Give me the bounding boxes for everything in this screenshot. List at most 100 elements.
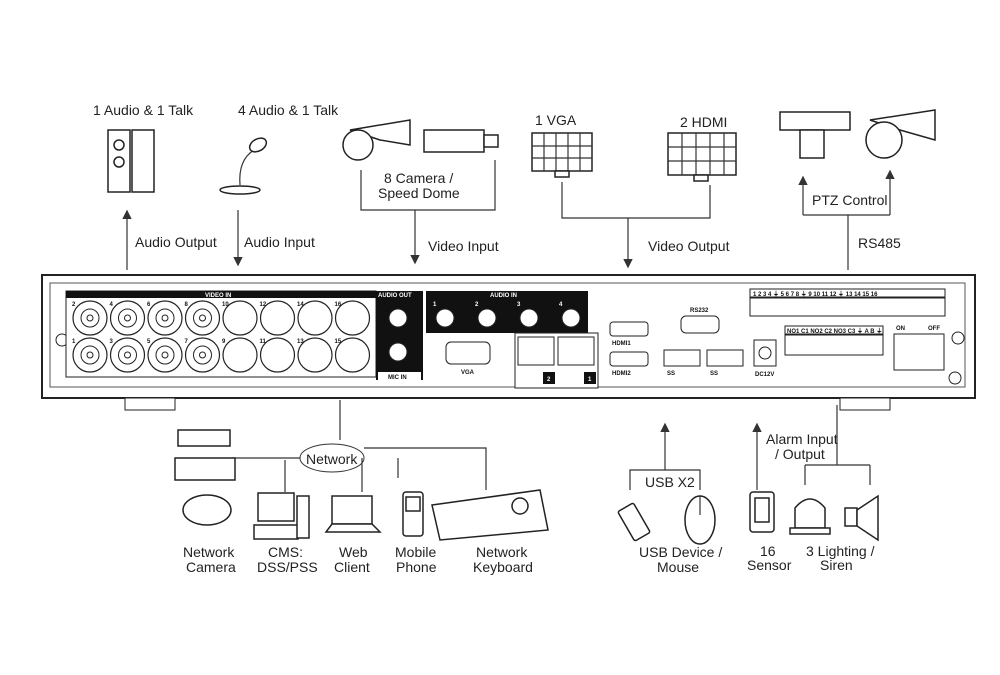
label-vga: 1 VGA — [535, 112, 577, 128]
power-switch[interactable] — [893, 333, 945, 371]
audio-in-port-3[interactable] — [519, 308, 539, 328]
alarm-input-terminal[interactable] — [749, 297, 946, 317]
label-keyboard-1: Network — [476, 544, 528, 560]
hdmi1-label: HDMI1 — [612, 341, 631, 347]
cms-computer-icon — [253, 492, 310, 540]
video-in-number: 13 — [297, 339, 304, 345]
hdmi-monitor-icon — [667, 132, 737, 182]
video-in-port-13[interactable] — [297, 337, 333, 373]
label-usb-device-1: USB Device / — [639, 544, 722, 560]
label-video-output: Video Output — [648, 238, 730, 254]
alarm-out-labels: NO1 C1 NO2 C2 NO3 C3 ⏚ A B ⏚ — [787, 328, 882, 335]
video-in-port-16[interactable] — [334, 300, 371, 336]
microphone-icon — [219, 137, 268, 195]
video-in-port-11[interactable] — [259, 337, 296, 373]
bnc-pin-icon — [199, 351, 206, 359]
mouse-icon — [684, 495, 716, 545]
video-in-number: 5 — [147, 339, 151, 345]
lan-2-label: 2 — [547, 377, 551, 383]
audio-out-port[interactable] — [388, 308, 408, 328]
usb-bracket — [629, 469, 701, 490]
dc-label: DC12V — [755, 372, 774, 378]
bnc-pin-icon — [124, 314, 131, 322]
label-hdmi: 2 HDMI — [680, 114, 727, 130]
video-in-port-10[interactable] — [222, 300, 258, 336]
lan-1-label: 1 — [588, 377, 592, 383]
audio-in-port-2[interactable] — [477, 308, 497, 328]
label-alarm-2: / Output — [775, 446, 825, 462]
video-in-port-12[interactable] — [259, 300, 296, 336]
screw-icon — [948, 371, 962, 385]
audio-in-port-1[interactable] — [435, 308, 455, 328]
label-sensor-2: Sensor — [747, 557, 792, 573]
network-keyboard-icon — [431, 489, 549, 541]
label-mobile-1: Mobile — [395, 544, 436, 560]
video-in-port-9[interactable] — [222, 337, 258, 373]
lan-port-2[interactable] — [517, 336, 555, 366]
usb-port-2[interactable] — [706, 349, 744, 367]
screw-icon — [951, 331, 965, 345]
bnc-pin-icon — [86, 351, 94, 359]
video-in-number: 4 — [110, 302, 114, 308]
siren-icon — [844, 494, 879, 542]
usb-stick-icon — [617, 502, 651, 542]
mobile-phone-icon — [402, 491, 424, 537]
video-in-port-14[interactable] — [297, 300, 333, 336]
label-rs485: RS485 — [858, 235, 901, 251]
label-camera-1: 8 Camera / — [384, 170, 453, 186]
video-in-number: 14 — [297, 302, 304, 308]
alarm-output-terminal[interactable] — [784, 334, 884, 356]
video-input-arrow — [360, 160, 496, 262]
mic-in-port[interactable] — [388, 342, 408, 362]
label-network-camera-2: Camera — [186, 559, 236, 575]
audio-in-label: AUDIO IN — [490, 293, 517, 299]
lan-port-1[interactable] — [557, 336, 595, 366]
video-in-number: 11 — [260, 339, 267, 345]
hdmi2-port[interactable] — [609, 351, 649, 367]
label-network: Network — [306, 451, 358, 467]
bnc-pin-icon — [199, 314, 206, 322]
speaker-icon — [107, 129, 155, 193]
ptz-dome-icon — [865, 109, 936, 159]
label-mobile-2: Phone — [396, 559, 437, 575]
label-camera-2: Speed Dome — [378, 185, 460, 201]
network-camera-icon — [174, 429, 236, 526]
bnc-pin-icon — [124, 351, 131, 359]
off-label: OFF — [928, 326, 940, 332]
label-usb: USB X2 — [645, 474, 695, 490]
hdmi2-label: HDMI2 — [612, 371, 631, 377]
audio-in-number: 2 — [475, 302, 479, 308]
on-label: ON — [896, 326, 905, 332]
label-light-1: 3 Lighting / — [806, 543, 875, 559]
video-in-number: 10 — [222, 302, 229, 308]
video-in-number: 15 — [335, 339, 342, 345]
vga-port[interactable] — [445, 341, 491, 365]
bullet-camera-icon — [423, 129, 499, 153]
video-output-arrow — [561, 182, 711, 266]
audio-in-number: 1 — [433, 302, 437, 308]
audio-in-port-4[interactable] — [561, 308, 581, 328]
audio-out-label: AUDIO OUT — [378, 293, 412, 299]
usb-port-1[interactable] — [663, 349, 701, 367]
network-branches — [232, 447, 487, 492]
label-web-2: Client — [334, 559, 370, 575]
alarm-bracket — [804, 464, 871, 485]
label-alarm-1: Alarm Input — [766, 431, 838, 447]
label-cms-1: CMS: — [268, 544, 303, 560]
alarm-in-numbers: 1 2 3 4 ⏚ 5 6 7 8 ⏚ 9 10 11 12 ⏚ 13 14 1… — [753, 291, 878, 298]
hdmi1-port[interactable] — [609, 321, 649, 337]
label-network-camera-1: Network — [183, 544, 235, 560]
audio-in-number: 3 — [517, 302, 521, 308]
label-keyboard-2: Keyboard — [473, 559, 533, 575]
label-web-1: Web — [339, 544, 368, 560]
label-usb-device-2: Mouse — [657, 559, 699, 575]
video-in-number: 8 — [185, 302, 189, 308]
video-in-port-15[interactable] — [334, 337, 371, 373]
label-audio-talk-4: 4 Audio & 1 Talk — [238, 102, 339, 118]
rs232-label: RS232 — [690, 308, 709, 314]
light-icon — [789, 498, 831, 535]
rs232-port[interactable] — [680, 315, 720, 334]
ptz-camera-icon — [779, 111, 851, 159]
label-light-2: Siren — [820, 557, 853, 573]
